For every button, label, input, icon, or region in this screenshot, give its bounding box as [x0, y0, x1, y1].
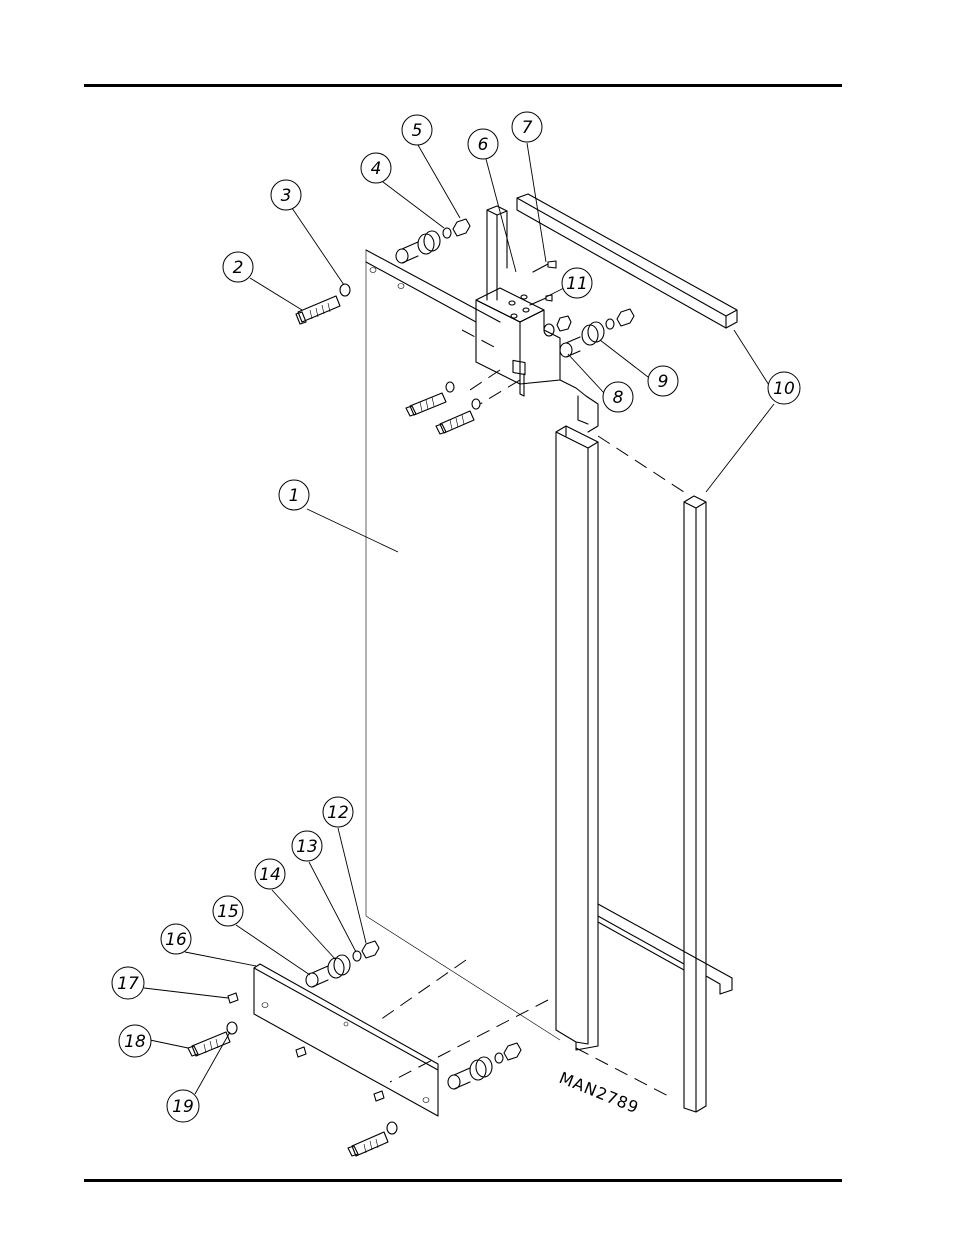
bracket-block — [476, 288, 598, 432]
callout-8: 8 — [603, 382, 633, 412]
bottom-bar — [254, 964, 438, 1116]
bottom-right-hardware — [348, 1043, 521, 1156]
bracket-bolts — [406, 382, 480, 434]
callout-18: 18 — [119, 1025, 151, 1057]
bottom-hardware — [188, 941, 384, 1101]
svg-text:2: 2 — [233, 258, 244, 278]
svg-text:9: 9 — [658, 372, 669, 392]
callout-15: 15 — [213, 896, 243, 926]
svg-text:16: 16 — [165, 930, 187, 950]
svg-text:8: 8 — [613, 388, 624, 408]
svg-text:15: 15 — [217, 902, 239, 922]
callout-6: 6 — [468, 129, 498, 159]
svg-text:13: 13 — [296, 837, 318, 857]
top-post — [487, 206, 507, 300]
svg-text:17: 17 — [117, 974, 139, 994]
left-upright — [556, 426, 598, 1050]
callout-12: 12 — [323, 797, 353, 827]
small-screws — [530, 261, 556, 305]
callout-7: 7 — [512, 112, 542, 142]
alignment-lines — [380, 330, 684, 1098]
callout-17: 17 — [112, 967, 144, 999]
svg-text:5: 5 — [412, 121, 423, 141]
callout-3: 3 — [271, 180, 301, 210]
callout-10: 10 — [768, 372, 800, 404]
right-upright — [684, 496, 706, 1112]
callout-5: 5 — [402, 115, 432, 145]
svg-text:19: 19 — [172, 1097, 194, 1117]
callout-16: 16 — [161, 924, 191, 954]
callout-1: 1 — [279, 480, 309, 510]
callout-9: 9 — [648, 366, 678, 396]
svg-text:12: 12 — [327, 803, 349, 823]
svg-text:6: 6 — [478, 135, 489, 155]
callout-19: 19 — [167, 1090, 199, 1122]
callout-11: 11 — [562, 268, 592, 298]
svg-text:14: 14 — [259, 865, 281, 885]
svg-text:4: 4 — [371, 159, 382, 179]
svg-text:3: 3 — [281, 186, 292, 206]
callout-13: 13 — [292, 831, 322, 861]
svg-text:1: 1 — [289, 486, 300, 506]
bracket-hardware — [544, 309, 634, 357]
svg-text:7: 7 — [522, 118, 533, 138]
bottom-rail — [598, 904, 732, 994]
drawing-number: MAN2789 — [557, 1068, 642, 1117]
svg-text:11: 11 — [566, 274, 588, 294]
svg-text:18: 18 — [124, 1032, 146, 1052]
callout-2: 2 — [223, 252, 253, 282]
callout-4: 4 — [361, 153, 391, 183]
leader-lines — [144, 143, 774, 1094]
callout-14: 14 — [255, 859, 285, 889]
panel — [366, 250, 560, 1040]
top-rail — [517, 194, 737, 328]
svg-text:10: 10 — [773, 379, 795, 399]
